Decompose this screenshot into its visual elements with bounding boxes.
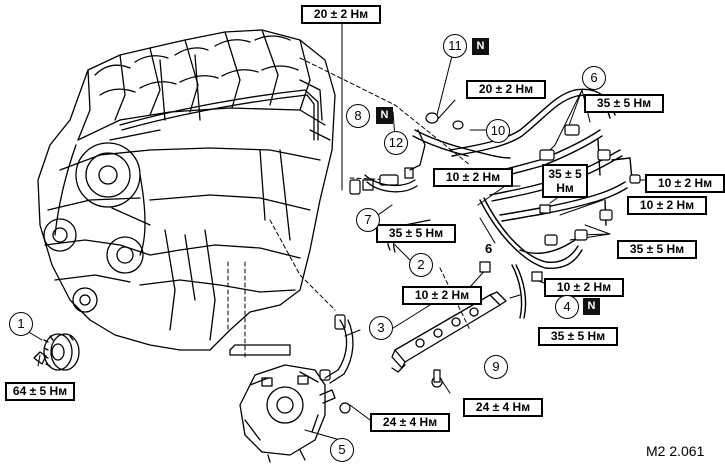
high-pressure-pump-5 (239, 364, 336, 463)
leader-lines (227, 57, 471, 361)
pump-sprocket-1 (33, 333, 80, 371)
torque-unit: Нм (556, 181, 574, 195)
callout-8: 8 (346, 104, 370, 128)
torque-label-rail-bolt: 24 ± 4 Нм (463, 398, 543, 417)
torque-label-pipe-4: 35 ± 5 Нм (538, 327, 618, 346)
torque-label-clamp-right: 10 ± 2 Нм (645, 174, 725, 193)
torque-label-injector-pipes-lower: 35 ± 5 Нм (617, 240, 697, 259)
fuel-return-fitting-12 (409, 129, 426, 171)
common-rail-9 (391, 291, 507, 373)
callout-7: 7 (356, 208, 380, 232)
callout-11: 11 (443, 34, 467, 58)
torque-label-return-pipe: 10 ± 2 Нм (433, 168, 513, 187)
torque-label-pump-bolt: 24 ± 4 Нм (370, 413, 450, 432)
torque-label-injector-nut: 35 ± 5 Нм (542, 164, 588, 198)
torque-label-pipe-clamp-top: 20 ± 2 Нм (301, 5, 381, 24)
torque-label-hose-7: 35 ± 5 Нм (376, 224, 456, 243)
hose-7 (364, 174, 418, 193)
torque-value: 35 ± 5 (548, 167, 582, 181)
engine-block (37, 29, 336, 356)
torque-label-injector-pipes-upper: 35 ± 5 Нм (584, 94, 664, 113)
figure-code: M2 2.061 (646, 443, 705, 459)
new-part-mark-8: N (376, 107, 393, 124)
callout-9: 9 (484, 355, 508, 379)
callout-6-upper: 6 (582, 66, 606, 90)
torque-label-rail-bracket: 10 ± 2 Нм (402, 286, 482, 305)
bolts-and-fittings (319, 112, 641, 414)
torque-label-clamp-mid: 10 ± 2 Нм (627, 196, 707, 215)
callout-10: 10 (486, 119, 510, 143)
callout-leaders (21, 13, 655, 441)
callout-4: 4 (555, 295, 579, 319)
torque-label-sprocket-nut: 64 ± 5 Нм (5, 382, 75, 401)
callout-2: 2 (409, 253, 433, 277)
callout-5: 5 (330, 438, 354, 462)
new-part-mark-4: N (583, 298, 600, 315)
callout-6-lower: 6 (485, 241, 493, 256)
torque-label-clamp-lower: 10 ± 2 Нм (544, 278, 624, 297)
new-part-mark-11: N (472, 38, 489, 55)
callout-12: 12 (384, 131, 408, 155)
callout-3: 3 (369, 316, 393, 340)
callout-1: 1 (9, 312, 33, 336)
torque-label-bolt-10: 20 ± 2 Нм (466, 80, 546, 99)
hose-3 (324, 319, 354, 384)
